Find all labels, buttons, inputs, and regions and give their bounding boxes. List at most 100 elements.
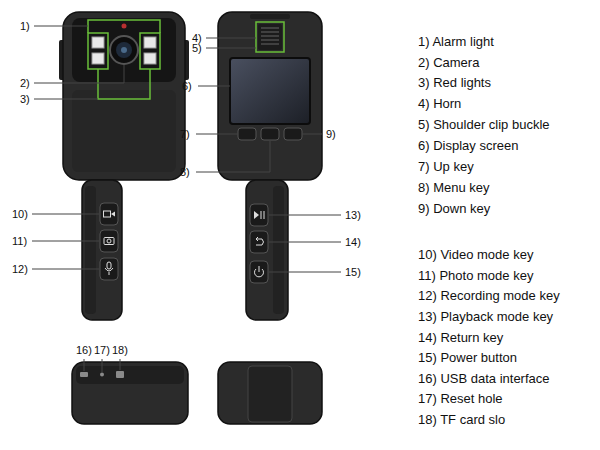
part-name: 2) Camera xyxy=(418,55,479,71)
leader-line xyxy=(120,359,121,370)
camera-side xyxy=(246,180,288,320)
side-edge xyxy=(85,186,96,314)
part-name: 15) Power button xyxy=(418,350,517,366)
side-button xyxy=(250,231,268,253)
part-name: 14) Return key xyxy=(418,330,503,346)
callout-number: 10) xyxy=(12,207,28,221)
red-light xyxy=(92,53,104,64)
highlight-box xyxy=(140,33,160,69)
highlight-box xyxy=(256,22,284,52)
part-name: 12) Recording mode key xyxy=(418,288,560,304)
callout-number: 5) xyxy=(192,41,202,55)
callout-number: 12) xyxy=(12,262,28,276)
side-button xyxy=(100,230,118,252)
side-edge xyxy=(273,186,284,314)
camera-bottom xyxy=(218,362,322,424)
leader-line xyxy=(206,38,256,39)
camera-lens xyxy=(110,36,138,64)
part-name: 13) Playback mode key xyxy=(418,309,553,325)
part-name: 6) Display screen xyxy=(418,138,518,154)
side-button xyxy=(100,258,118,280)
callout-number: 17) xyxy=(94,343,110,357)
return-icon xyxy=(256,237,264,245)
display-screen xyxy=(230,58,310,124)
highlight-bracket xyxy=(88,20,160,33)
power-icon xyxy=(255,266,264,277)
leader-line xyxy=(198,86,230,87)
part-name: 4) Horn xyxy=(418,96,461,112)
mic-icon xyxy=(107,262,111,269)
callout-number: 9) xyxy=(326,127,336,141)
side-button xyxy=(250,204,268,226)
video-icon xyxy=(104,211,111,217)
lens-center xyxy=(121,47,127,53)
leader-line xyxy=(34,99,98,100)
leader-line xyxy=(269,242,341,243)
shoulder-clip xyxy=(248,366,292,422)
grill-slot xyxy=(261,31,279,32)
part-name: 3) Red lights xyxy=(418,75,491,91)
callout-number: 11) xyxy=(12,234,27,248)
part-name: 7) Up key xyxy=(418,159,474,175)
photo-icon xyxy=(107,239,111,243)
leader-line xyxy=(102,359,103,372)
lens-glass xyxy=(116,42,132,58)
usb-port xyxy=(80,372,88,377)
part-name: 16) USB data interface xyxy=(418,371,550,387)
leader-line xyxy=(84,359,85,371)
body-panel xyxy=(72,90,176,172)
camera-bottom xyxy=(72,362,188,424)
key-button xyxy=(261,128,279,140)
key-button xyxy=(284,128,302,140)
leader-line xyxy=(196,134,238,135)
leader-line xyxy=(34,26,88,27)
mic-icon xyxy=(105,268,113,275)
part-name: 11) Photo mode key xyxy=(418,268,533,284)
horn-grill xyxy=(258,24,282,50)
playback-icon xyxy=(261,211,264,219)
grill-slot xyxy=(261,35,279,36)
port-band xyxy=(76,366,184,384)
callout-number: 3) xyxy=(20,92,30,106)
clip-ridge xyxy=(250,14,290,19)
leader-line xyxy=(32,214,99,215)
leader-line xyxy=(206,48,256,49)
grill-slot xyxy=(261,39,279,40)
part-name: 9) Down key xyxy=(418,201,490,217)
grill-slot xyxy=(261,43,279,44)
red-light xyxy=(144,53,156,64)
part-name: 18) TF card slo xyxy=(418,412,505,428)
photo-icon xyxy=(104,238,114,245)
part-name: 8) Menu key xyxy=(418,180,490,196)
video-icon xyxy=(111,212,115,217)
callout-number: 7) xyxy=(180,127,190,141)
camera-body xyxy=(63,12,185,180)
part-name: 1) Alarm light xyxy=(418,34,494,50)
side-button xyxy=(250,261,268,283)
callout-number: 14) xyxy=(345,235,361,249)
callout-number: 8) xyxy=(180,165,190,179)
camera-side xyxy=(82,180,122,320)
part-name: 10) Video mode key xyxy=(418,247,533,263)
part-name: 5) Shoulder clip buckle xyxy=(418,117,550,133)
leader-line xyxy=(302,134,322,135)
callout-number: 15) xyxy=(345,265,361,279)
callout-number: 2) xyxy=(20,76,30,90)
callout-number: 16) xyxy=(76,343,92,357)
red-light xyxy=(92,37,104,48)
leader-line xyxy=(32,269,99,270)
callout-number: 18) xyxy=(112,343,128,357)
leader-line xyxy=(269,272,341,273)
red-light xyxy=(144,37,156,48)
leader-line xyxy=(269,215,341,216)
highlight-box xyxy=(88,33,108,69)
alarm-light xyxy=(122,24,127,29)
leader-line xyxy=(34,65,124,83)
part-name: 17) Reset hole xyxy=(418,391,503,407)
callout-number: 6) xyxy=(182,79,192,93)
key-button xyxy=(238,128,256,140)
grill-slots xyxy=(261,28,279,44)
leader-line xyxy=(196,141,270,172)
card-slot xyxy=(116,371,124,378)
